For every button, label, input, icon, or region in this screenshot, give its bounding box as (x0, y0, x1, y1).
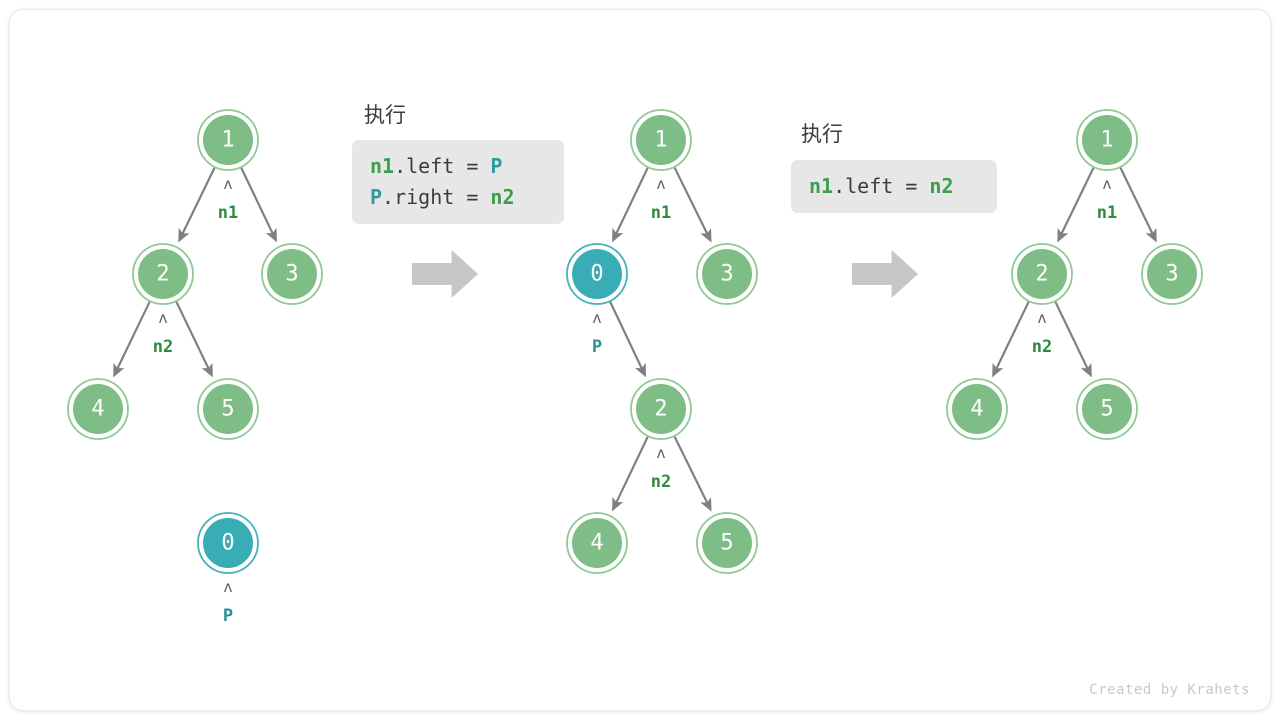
pointer-label: ʌ n2 (651, 444, 671, 492)
pointer-label: ʌP (223, 578, 233, 626)
tree-node-value: 1 (654, 128, 667, 153)
tree-node-value: 2 (654, 397, 667, 422)
pointer-label-text: P (592, 337, 602, 357)
pointer-label-text: n1 (1097, 203, 1117, 223)
tree-node[interactable]: 3 (261, 243, 323, 305)
exec-caption: 执行 (801, 122, 843, 146)
tree-node-value: 2 (1035, 262, 1048, 287)
tree-edge (113, 300, 151, 378)
code-token: n2 (490, 185, 515, 209)
pointer-caret-icon: ʌ (1037, 309, 1046, 327)
tree-node-value: 2 (156, 262, 169, 287)
tree-nodes-layer: 1 2 3 4 5 0 1 0 3 2 4 5 1 2 3 4 5 (67, 109, 1203, 574)
code-token: n1 (809, 174, 834, 198)
tree-node[interactable]: 5 (197, 378, 259, 440)
code-token: .left = (394, 154, 491, 178)
tree-edge (1119, 166, 1157, 243)
tree-node[interactable]: 1 (1076, 109, 1138, 171)
tree-node[interactable]: 3 (1141, 243, 1203, 305)
tree-edge (1057, 166, 1095, 243)
tree-edge (673, 435, 712, 512)
tree-node-value: 4 (970, 397, 983, 422)
tree-node[interactable]: 3 (696, 243, 758, 305)
tree-edge (673, 166, 712, 243)
tree-edge (175, 300, 213, 378)
pointer-label: ʌ n1 (651, 175, 671, 223)
transition-arrow-icon (852, 250, 918, 298)
tree-node-value: 5 (221, 397, 234, 422)
tree-node[interactable]: 4 (67, 378, 129, 440)
code-snippet: n1.left = n2 (791, 160, 997, 213)
tree-node-value: 5 (720, 531, 733, 556)
tree-node[interactable]: 0 (566, 243, 628, 305)
tree-node[interactable]: 1 (197, 109, 259, 171)
tree-node[interactable]: 2 (630, 378, 692, 440)
footer-credit: Created by Krahets (1089, 682, 1250, 698)
tree-edge (240, 166, 277, 243)
tree-node[interactable]: 1 (630, 109, 692, 171)
pointer-caret-icon: ʌ (656, 444, 665, 462)
pointer-caret-icon: ʌ (223, 578, 232, 596)
tree-node-value: 1 (1100, 128, 1113, 153)
pointer-caret-icon: ʌ (592, 309, 601, 327)
code-line: n1.left = n2 (809, 171, 979, 202)
tree-node-value: 5 (1100, 397, 1113, 422)
tree-node-value: 3 (1165, 262, 1178, 287)
tree-node-value: 3 (720, 262, 733, 287)
transition-arrows-layer (412, 250, 918, 298)
code-token: P (490, 154, 503, 178)
pointer-label: ʌ n2 (153, 309, 173, 357)
tree-edge (612, 166, 649, 243)
tree-node[interactable]: 0 (197, 512, 259, 574)
tree-node-value: 0 (590, 262, 603, 287)
transition-arrow-icon (412, 250, 478, 298)
tree-node[interactable]: 5 (696, 512, 758, 574)
tree-node[interactable]: 4 (946, 378, 1008, 440)
exec-caption: 执行 (364, 103, 406, 127)
tree-node-value: 4 (91, 397, 104, 422)
tree-edge (178, 166, 216, 243)
tree-node-value: 0 (221, 531, 234, 556)
tree-node[interactable]: 4 (566, 512, 628, 574)
pointer-label: ʌ n1 (218, 175, 238, 223)
tree-node-value: 1 (221, 128, 234, 153)
code-token: n2 (929, 174, 954, 198)
tree-node[interactable]: 5 (1076, 378, 1138, 440)
tree-node-value: 3 (285, 262, 298, 287)
pointer-label-text: P (223, 606, 233, 626)
code-token: .left = (833, 174, 930, 198)
code-token: P (370, 185, 383, 209)
tree-node-value: 4 (590, 531, 603, 556)
pointer-caret-icon: ʌ (158, 309, 167, 327)
pointer-label-text: n2 (1032, 337, 1052, 357)
pointer-label-text: n2 (153, 337, 173, 357)
code-line: n1.left = P (370, 151, 546, 182)
pointer-label: ʌP (592, 309, 602, 357)
pointer-label-text: n1 (651, 203, 671, 223)
code-token: .right = (382, 185, 491, 209)
pointer-caret-icon: ʌ (656, 175, 665, 193)
pointer-caret-icon: ʌ (223, 175, 232, 193)
tree-node[interactable]: 2 (1011, 243, 1073, 305)
pointer-label-text: n1 (218, 203, 238, 223)
tree-edge (992, 300, 1030, 378)
tree-edge (1054, 300, 1092, 378)
tree-edge (612, 435, 649, 512)
pointer-label-text: n2 (651, 472, 671, 492)
code-line: P.right = n2 (370, 182, 546, 213)
tree-node[interactable]: 2 (132, 243, 194, 305)
pointer-caret-icon: ʌ (1102, 175, 1111, 193)
pointer-label: ʌ n1 (1097, 175, 1117, 223)
code-token: n1 (370, 154, 395, 178)
pointer-label: ʌ n2 (1032, 309, 1052, 357)
tree-edges-layer (113, 166, 1157, 512)
tree-edge (609, 300, 646, 378)
